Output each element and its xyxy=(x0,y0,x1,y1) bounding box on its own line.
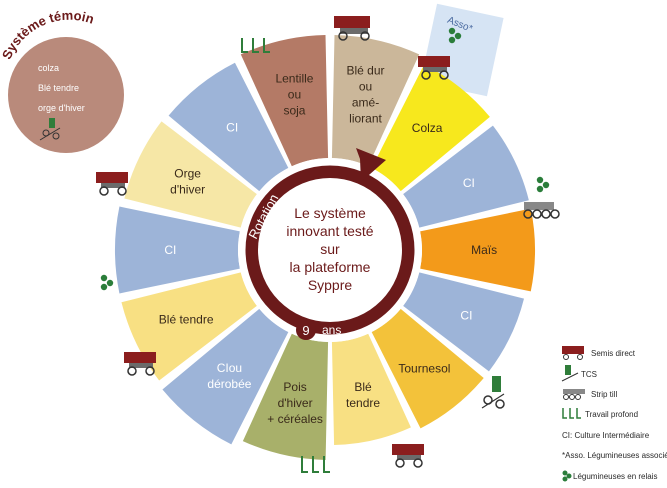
legend-item: Travail profond xyxy=(562,408,638,419)
control-crop-2: Blé tendre xyxy=(38,83,79,93)
segment-label-orge: Orge xyxy=(174,166,201,180)
segment-label-pois: Pois xyxy=(283,380,306,394)
legend-item: TCS xyxy=(561,365,597,382)
segment-mais xyxy=(420,208,536,292)
asso-box: Asso* xyxy=(420,3,504,97)
clover-icon xyxy=(448,27,462,44)
segment-ciu-derobee xyxy=(162,308,289,445)
control-crop-3: orge d'hiver xyxy=(38,103,85,113)
duration-number: 9 xyxy=(302,323,309,338)
segment-colza xyxy=(371,64,490,192)
segment-label-pois: d'hiver xyxy=(278,396,313,410)
center-line-2: innovant testé xyxy=(286,223,373,239)
legend-text-7: Légumineuses en relais xyxy=(573,472,658,481)
rotation-ring xyxy=(245,165,415,335)
segment-label-ble-dur: Blé dur xyxy=(347,63,385,77)
segment-lentille xyxy=(240,35,329,167)
segment-label-ble-tendre-1: tendre xyxy=(346,396,380,410)
segment-label-ci-2: CI xyxy=(460,309,472,323)
legend-text-5: CI: Culture Intermédiaire xyxy=(562,431,650,440)
segment-label-lentille: soja xyxy=(283,103,305,117)
legend: Semis direct TCS Strip till Travail prof… xyxy=(561,346,667,482)
center-line-4: la plateforme xyxy=(290,259,371,275)
segment-label-ci-3: CI xyxy=(164,243,176,257)
rotation-arrow-head xyxy=(356,148,386,182)
duration-badge xyxy=(296,320,316,340)
segment-label-ble-tendre-1: Blé xyxy=(354,380,372,394)
duration-unit: ans xyxy=(322,323,341,337)
segment-label-ble-dur: amé- xyxy=(352,95,379,109)
segment-label-pois: + céréales xyxy=(267,412,323,426)
segment-label-ciu-derobee: CIou xyxy=(217,361,242,375)
legend-item: Légumineuses en relais xyxy=(562,470,658,482)
segment-label-colza: Colza xyxy=(412,121,443,135)
segment-label-tournesol: Tournesol xyxy=(398,361,450,375)
segment-tournesol xyxy=(371,308,484,429)
tcs-icon xyxy=(481,376,505,409)
clover-icon xyxy=(536,176,550,193)
seed-drill-icon xyxy=(96,172,128,196)
segment-label-ci-4: CI xyxy=(226,120,238,134)
seed-drill-icon xyxy=(334,16,370,41)
segment-ci-1 xyxy=(403,125,529,228)
segment-ble-tendre-1 xyxy=(331,333,411,445)
legend-text-3: Strip till xyxy=(591,390,617,399)
segment-label-ble-dur: liorant xyxy=(349,111,382,125)
deep-tillage-icon xyxy=(241,38,270,53)
wheel-icons xyxy=(96,16,560,473)
segment-ci-4 xyxy=(168,62,289,192)
segment-pois xyxy=(242,333,329,460)
segment-label-ble-tendre-2: Blé tendre xyxy=(159,312,214,326)
legend-text-1: Semis direct xyxy=(591,349,636,358)
legend-item: Semis direct xyxy=(562,346,636,360)
segment-label-ble-dur: ou xyxy=(359,79,372,93)
legend-item: Strip till xyxy=(563,389,617,400)
seed-drill-icon xyxy=(418,56,450,80)
legend-text-4: Travail profond xyxy=(585,410,638,419)
seed-drill-icon xyxy=(124,352,156,376)
center-line-1: Le système xyxy=(294,205,366,221)
center-line-5: Syppre xyxy=(308,277,353,293)
segment-label-lentille: ou xyxy=(288,87,301,101)
segment-label-lentille: Lentille xyxy=(275,71,313,85)
segment-label-ci-1: CI xyxy=(463,176,475,190)
seed-drill-icon xyxy=(392,444,424,468)
segment-label-ciu-derobee: dérobée xyxy=(207,377,251,391)
legend-text-2: TCS xyxy=(581,370,597,379)
strip-till-icon xyxy=(523,202,560,219)
deep-tillage-icon xyxy=(301,456,330,473)
center-hub: Rotation Le système innovant testé sur l… xyxy=(238,148,422,342)
segment-ci-3 xyxy=(114,206,240,294)
legend-text-6: *Asso. Légumineuses associées xyxy=(562,451,667,460)
segment-ble-dur xyxy=(331,35,420,167)
segment-ci-2 xyxy=(403,272,525,372)
segment-orge xyxy=(124,121,257,228)
control-crop-1: colza xyxy=(38,63,59,73)
center-inner-disc xyxy=(258,178,402,322)
segment-label-mais: Maïs xyxy=(471,243,497,257)
seed-drill-small-icon xyxy=(39,118,61,141)
clover-icon xyxy=(100,274,114,291)
control-system: Système témoin colza Blé tendre orge d'h… xyxy=(0,8,124,153)
center-line-3: sur xyxy=(320,241,340,257)
segment-label-orge: d'hiver xyxy=(170,182,205,196)
control-system-disc xyxy=(8,37,124,153)
